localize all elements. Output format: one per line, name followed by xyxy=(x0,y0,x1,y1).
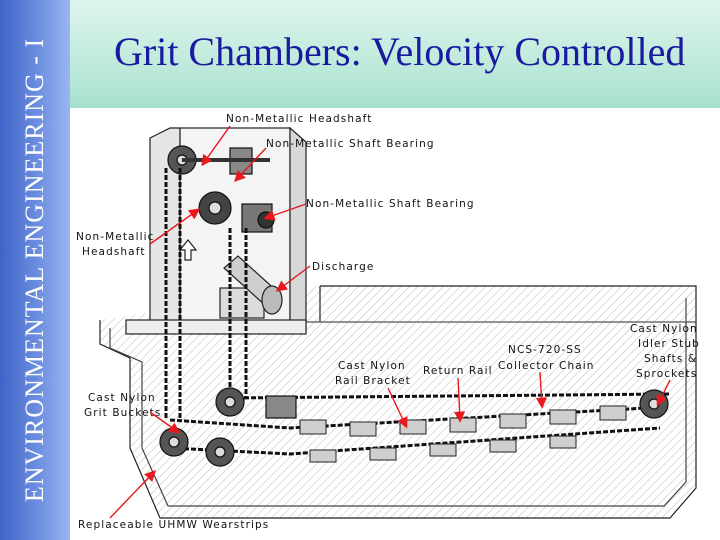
label-shaft-bearing-1: Non-Metallic Shaft Bearing xyxy=(266,138,435,150)
label-collector-chain-1: NCS-720-SS xyxy=(508,344,582,356)
label-idler-3: Shafts & xyxy=(644,353,697,365)
page-title: Grit Chambers: Velocity Controlled xyxy=(114,29,686,74)
sidebar-title: ENVIRONMENTAL ENGINEERING - I xyxy=(20,37,49,503)
label-headshaft-side-2: Headshaft xyxy=(82,246,146,258)
grit-chamber-diagram: Non-Metallic Headshaft Non-Metallic Shaf… xyxy=(76,113,700,531)
collector-chains xyxy=(164,168,671,456)
label-rail-bracket-2: Rail Bracket xyxy=(335,375,411,387)
label-collector-chain-2: Collector Chain xyxy=(498,360,595,372)
label-headshaft-top: Non-Metallic Headshaft xyxy=(226,113,373,125)
sidebar: ENVIRONMENTAL ENGINEERING - I xyxy=(0,0,70,540)
leader-arrows xyxy=(109,125,671,519)
label-rail-bracket-1: Cast Nylon xyxy=(338,360,406,372)
label-headshaft-side-1: Non-Metallic xyxy=(76,231,155,243)
header: Grit Chambers: Velocity Controlled xyxy=(70,0,720,108)
label-idler-2: Idler Stub xyxy=(638,338,700,350)
headshaft-sprockets xyxy=(167,145,275,233)
label-idler-1: Cast Nylon xyxy=(630,323,698,335)
grit-flights xyxy=(299,405,627,463)
label-grit-buckets-1: Cast Nylon xyxy=(88,392,156,404)
label-grit-buckets-2: Grit Buckets xyxy=(84,407,161,419)
label-idler-4: Sprockets xyxy=(636,368,697,380)
callout-labels: Non-Metallic Headshaft Non-Metallic Shaf… xyxy=(76,113,700,531)
label-wearstrips: Replaceable UHMW Wearstrips xyxy=(78,519,269,531)
lower-sprockets xyxy=(159,387,669,467)
label-return-rail: Return Rail xyxy=(423,365,493,377)
label-discharge: Discharge xyxy=(312,261,375,273)
label-shaft-bearing-2: Non-Metallic Shaft Bearing xyxy=(306,198,475,210)
